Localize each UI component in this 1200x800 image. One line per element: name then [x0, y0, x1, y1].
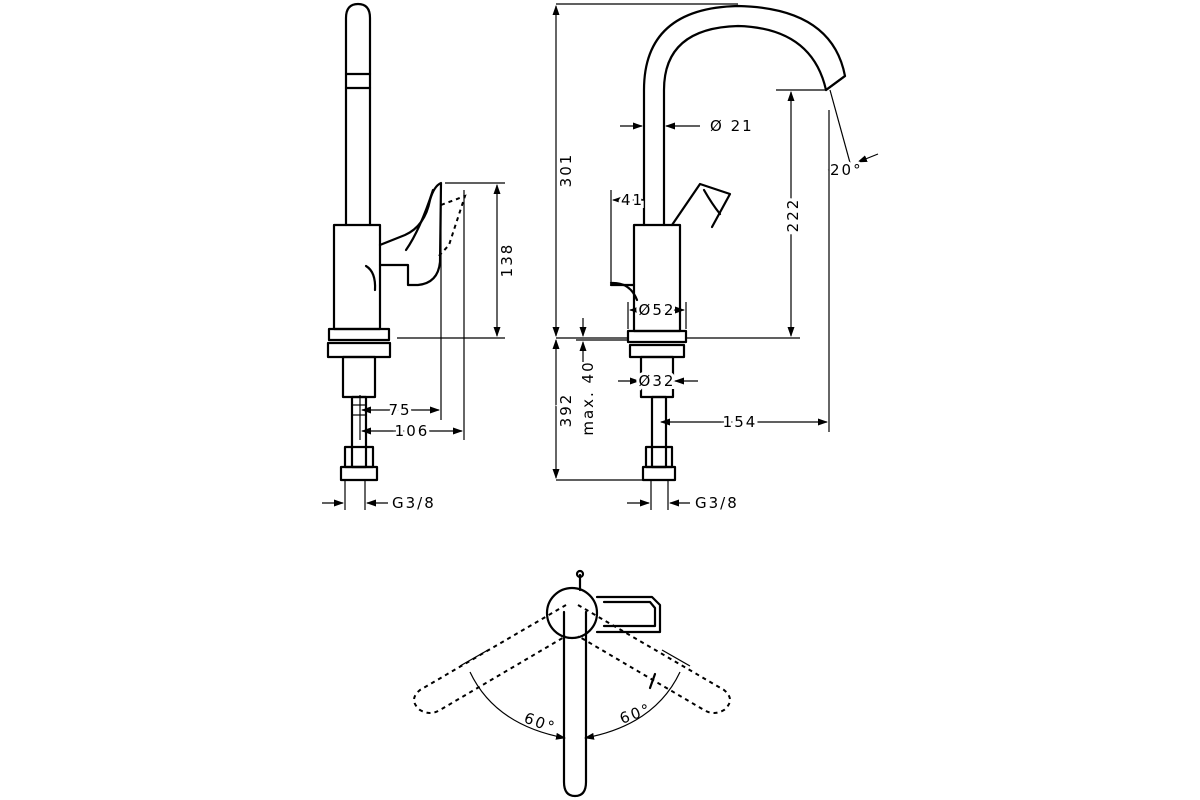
dim-222-label: 222 [784, 198, 802, 233]
dim-106-label: 106 [395, 422, 430, 440]
side-body-detail [364, 264, 377, 292]
dim-front-g38-label: G3/8 [695, 494, 739, 512]
side-hose-fitting [343, 445, 375, 469]
side-lever-sweep [436, 194, 467, 259]
plan-lever-pin-head [575, 569, 585, 579]
plan-right-swing-arm [577, 604, 731, 714]
dim-20deg-label: 20° [830, 161, 863, 179]
dim-max40-label: max. 40 [579, 360, 597, 435]
plan-lever-plate [595, 595, 662, 634]
side-base-flange [327, 327, 391, 342]
front-lever-arc [609, 281, 639, 302]
plan-right-angle-arc [584, 671, 681, 740]
plan-lever-plate-inner [602, 600, 657, 628]
dim-154-label: 154 [723, 413, 758, 431]
dim-side-g38-label: G3/8 [392, 494, 436, 512]
plan-view: 60° 60° [413, 569, 731, 798]
dim-41-label: 41 [621, 191, 644, 209]
plan-left-swing-arm [413, 604, 567, 714]
front-spout-outlet [824, 74, 847, 92]
side-hose-nut [339, 465, 379, 482]
dim-dia21-label: Ø 21 [710, 117, 754, 135]
dim-301-label: 301 [557, 153, 575, 188]
side-lever-edge [404, 188, 435, 252]
plan-lever-tick [648, 672, 657, 690]
side-washer [326, 341, 392, 359]
side-shank [341, 355, 377, 399]
front-hose-nut [641, 465, 677, 482]
side-view: 138 75 106 G3/8 [322, 2, 516, 512]
plan-left-angle-label: 60° [522, 709, 559, 737]
side-lever [378, 181, 443, 287]
plan-right-angle-label: 60° [617, 700, 654, 728]
plan-base-circle [545, 586, 599, 640]
dim-138-label: 138 [498, 243, 516, 278]
dim-392-label: 392 [557, 393, 575, 428]
side-spout-tube [344, 2, 372, 227]
front-lever [670, 182, 732, 229]
front-lever-detail [702, 188, 722, 216]
plan-left-angle-arc [469, 671, 566, 740]
front-hose-fitting [644, 445, 674, 469]
side-threaded-rod [350, 395, 368, 469]
front-threaded-rod [650, 395, 668, 469]
front-washer [628, 343, 686, 359]
front-spout [642, 4, 847, 227]
front-base-flange [626, 329, 688, 344]
front-view: 301 Ø 21 20° 41 222 Ø52 max. 40 Ø32 [552, 3, 879, 512]
plan-spout [562, 610, 588, 798]
dim-75-label: 75 [388, 401, 411, 419]
dim-dia52-label: Ø52 [639, 301, 676, 319]
dim-dia32-label: Ø32 [639, 372, 676, 390]
